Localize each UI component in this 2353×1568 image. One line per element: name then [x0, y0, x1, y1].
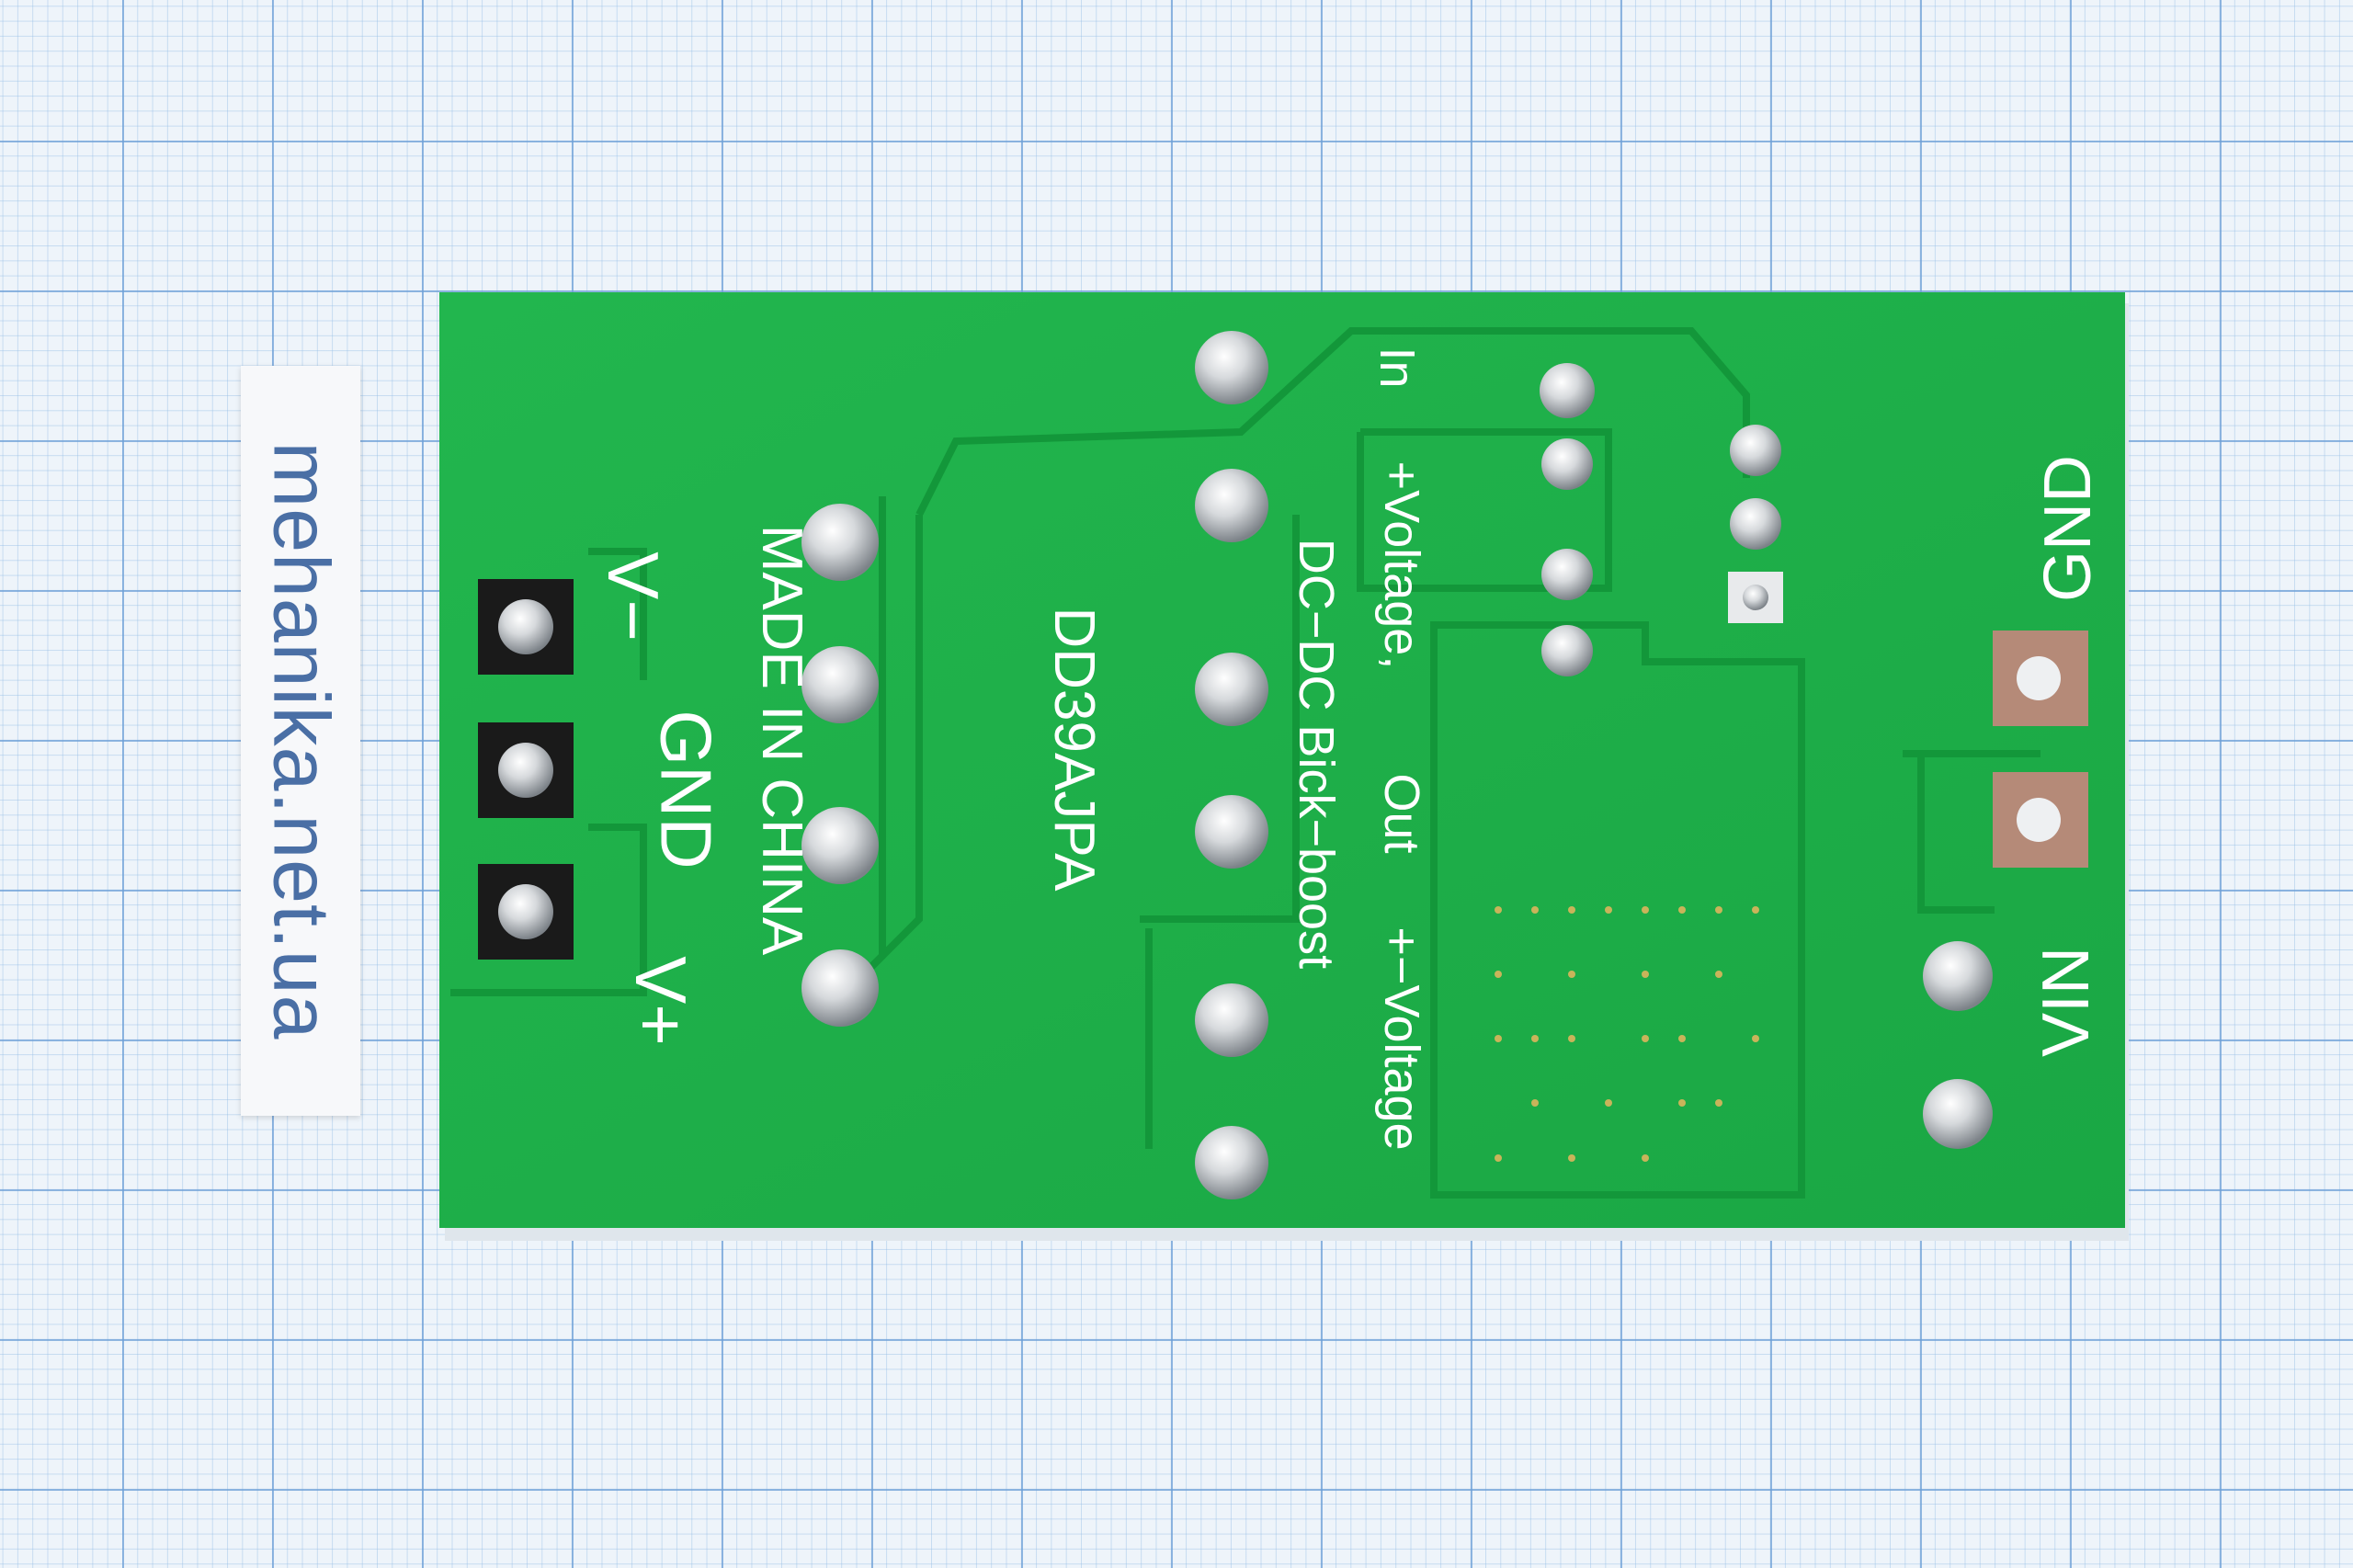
- label-strip: [241, 366, 360, 1116]
- pcb-board: [439, 292, 2125, 1228]
- silk-out: Out: [1374, 773, 1429, 854]
- silk-v-minus: V−: [592, 551, 674, 642]
- silk-dcdc: DC−DC Bick−boost: [1289, 538, 1344, 970]
- silk-model: DD39AJPA: [1042, 607, 1106, 892]
- terminal-pads-left: [478, 579, 574, 960]
- silk-v-plus: V+: [620, 956, 701, 1046]
- silk-gnd-left: GND: [645, 710, 727, 869]
- silk-made-in-china: MADE IN CHINA: [750, 524, 813, 956]
- silk-out-voltage: +−Voltage: [1374, 926, 1429, 1151]
- silk-in: In: [1370, 347, 1425, 389]
- silk-vin: VIN: [2029, 946, 2103, 1058]
- pcb-traces: [450, 327, 2040, 1199]
- via-dots: [1495, 906, 1759, 1162]
- copper-pads-right: [1993, 631, 2088, 868]
- solder-pins: [801, 331, 1993, 1199]
- silk-gnd-right: GND: [2031, 455, 2105, 602]
- silk-in-voltage: +Voltage,: [1374, 460, 1429, 670]
